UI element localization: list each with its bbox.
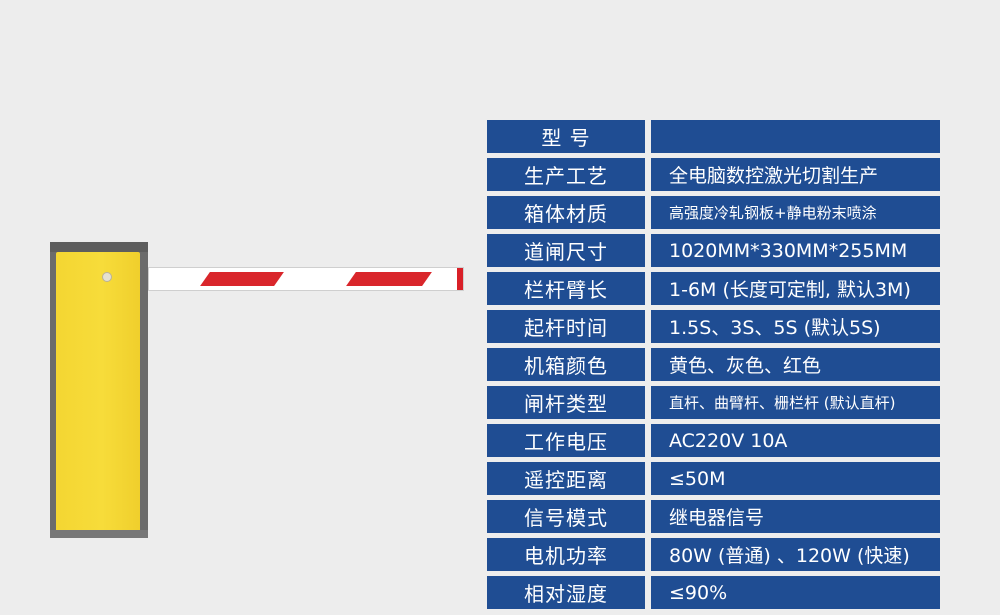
arm-end-cap <box>457 268 463 290</box>
arm-red-stripe <box>346 272 432 286</box>
spec-value: 直杆、曲臂杆、栅栏杆 (默认直杆) <box>651 386 940 419</box>
spec-label: 遥控距离 <box>487 462 651 495</box>
spec-row: 相对湿度 ≤90% <box>487 576 940 609</box>
spec-label: 生产工艺 <box>487 158 651 191</box>
spec-row: 工作电压 AC220V 10A <box>487 424 940 457</box>
spec-row: 遥控距离 ≤50M <box>487 462 940 495</box>
spec-value: 80W (普通) 、120W (快速) <box>651 538 940 571</box>
spec-row: 信号模式 继电器信号 <box>487 500 940 533</box>
spec-value: 1020MM*330MM*255MM <box>651 234 940 267</box>
spec-value: ≤50M <box>651 462 940 495</box>
spec-value: 1-6M (长度可定制, 默认3M) <box>651 272 940 305</box>
spec-value: ≤90% <box>651 576 940 609</box>
spec-row: 道闸尺寸 1020MM*330MM*255MM <box>487 234 940 267</box>
spec-table: 型 号 生产工艺 全电脑数控激光切割生产 箱体材质 高强度冷轧钢板+静电粉末喷涂… <box>487 115 940 614</box>
spec-value: 全电脑数控激光切割生产 <box>651 158 940 191</box>
spec-row: 型 号 <box>487 120 940 153</box>
spec-label: 工作电压 <box>487 424 651 457</box>
spec-row: 栏杆臂长 1-6M (长度可定制, 默认3M) <box>487 272 940 305</box>
gate-top-cap <box>50 242 148 252</box>
spec-row: 电机功率 80W (普通) 、120W (快速) <box>487 538 940 571</box>
spec-label: 机箱颜色 <box>487 348 651 381</box>
spec-value: 继电器信号 <box>651 500 940 533</box>
spec-label: 相对湿度 <box>487 576 651 609</box>
spec-label: 信号模式 <box>487 500 651 533</box>
gate-base <box>50 530 148 538</box>
gate-yellow-panel <box>56 252 140 532</box>
spec-row: 生产工艺 全电脑数控激光切割生产 <box>487 158 940 191</box>
spec-value <box>651 120 940 153</box>
spec-row: 机箱颜色 黄色、灰色、红色 <box>487 348 940 381</box>
spec-row: 起杆时间 1.5S、3S、5S (默认5S) <box>487 310 940 343</box>
spec-value: 高强度冷轧钢板+静电粉末喷涂 <box>651 196 940 229</box>
spec-label: 起杆时间 <box>487 310 651 343</box>
barrier-gate-housing <box>50 242 148 538</box>
spec-label: 闸杆类型 <box>487 386 651 419</box>
barrier-arm <box>148 267 464 291</box>
spec-label: 型 号 <box>487 120 651 153</box>
spec-row: 箱体材质 高强度冷轧钢板+静电粉末喷涂 <box>487 196 940 229</box>
spec-value: 1.5S、3S、5S (默认5S) <box>651 310 940 343</box>
spec-value: 黄色、灰色、红色 <box>651 348 940 381</box>
arm-red-stripe <box>200 272 284 286</box>
spec-label: 道闸尺寸 <box>487 234 651 267</box>
spec-row: 闸杆类型 直杆、曲臂杆、栅栏杆 (默认直杆) <box>487 386 940 419</box>
spec-label: 栏杆臂长 <box>487 272 651 305</box>
gate-bolt-icon <box>102 272 112 282</box>
spec-label: 箱体材质 <box>487 196 651 229</box>
spec-label: 电机功率 <box>487 538 651 571</box>
spec-value: AC220V 10A <box>651 424 940 457</box>
